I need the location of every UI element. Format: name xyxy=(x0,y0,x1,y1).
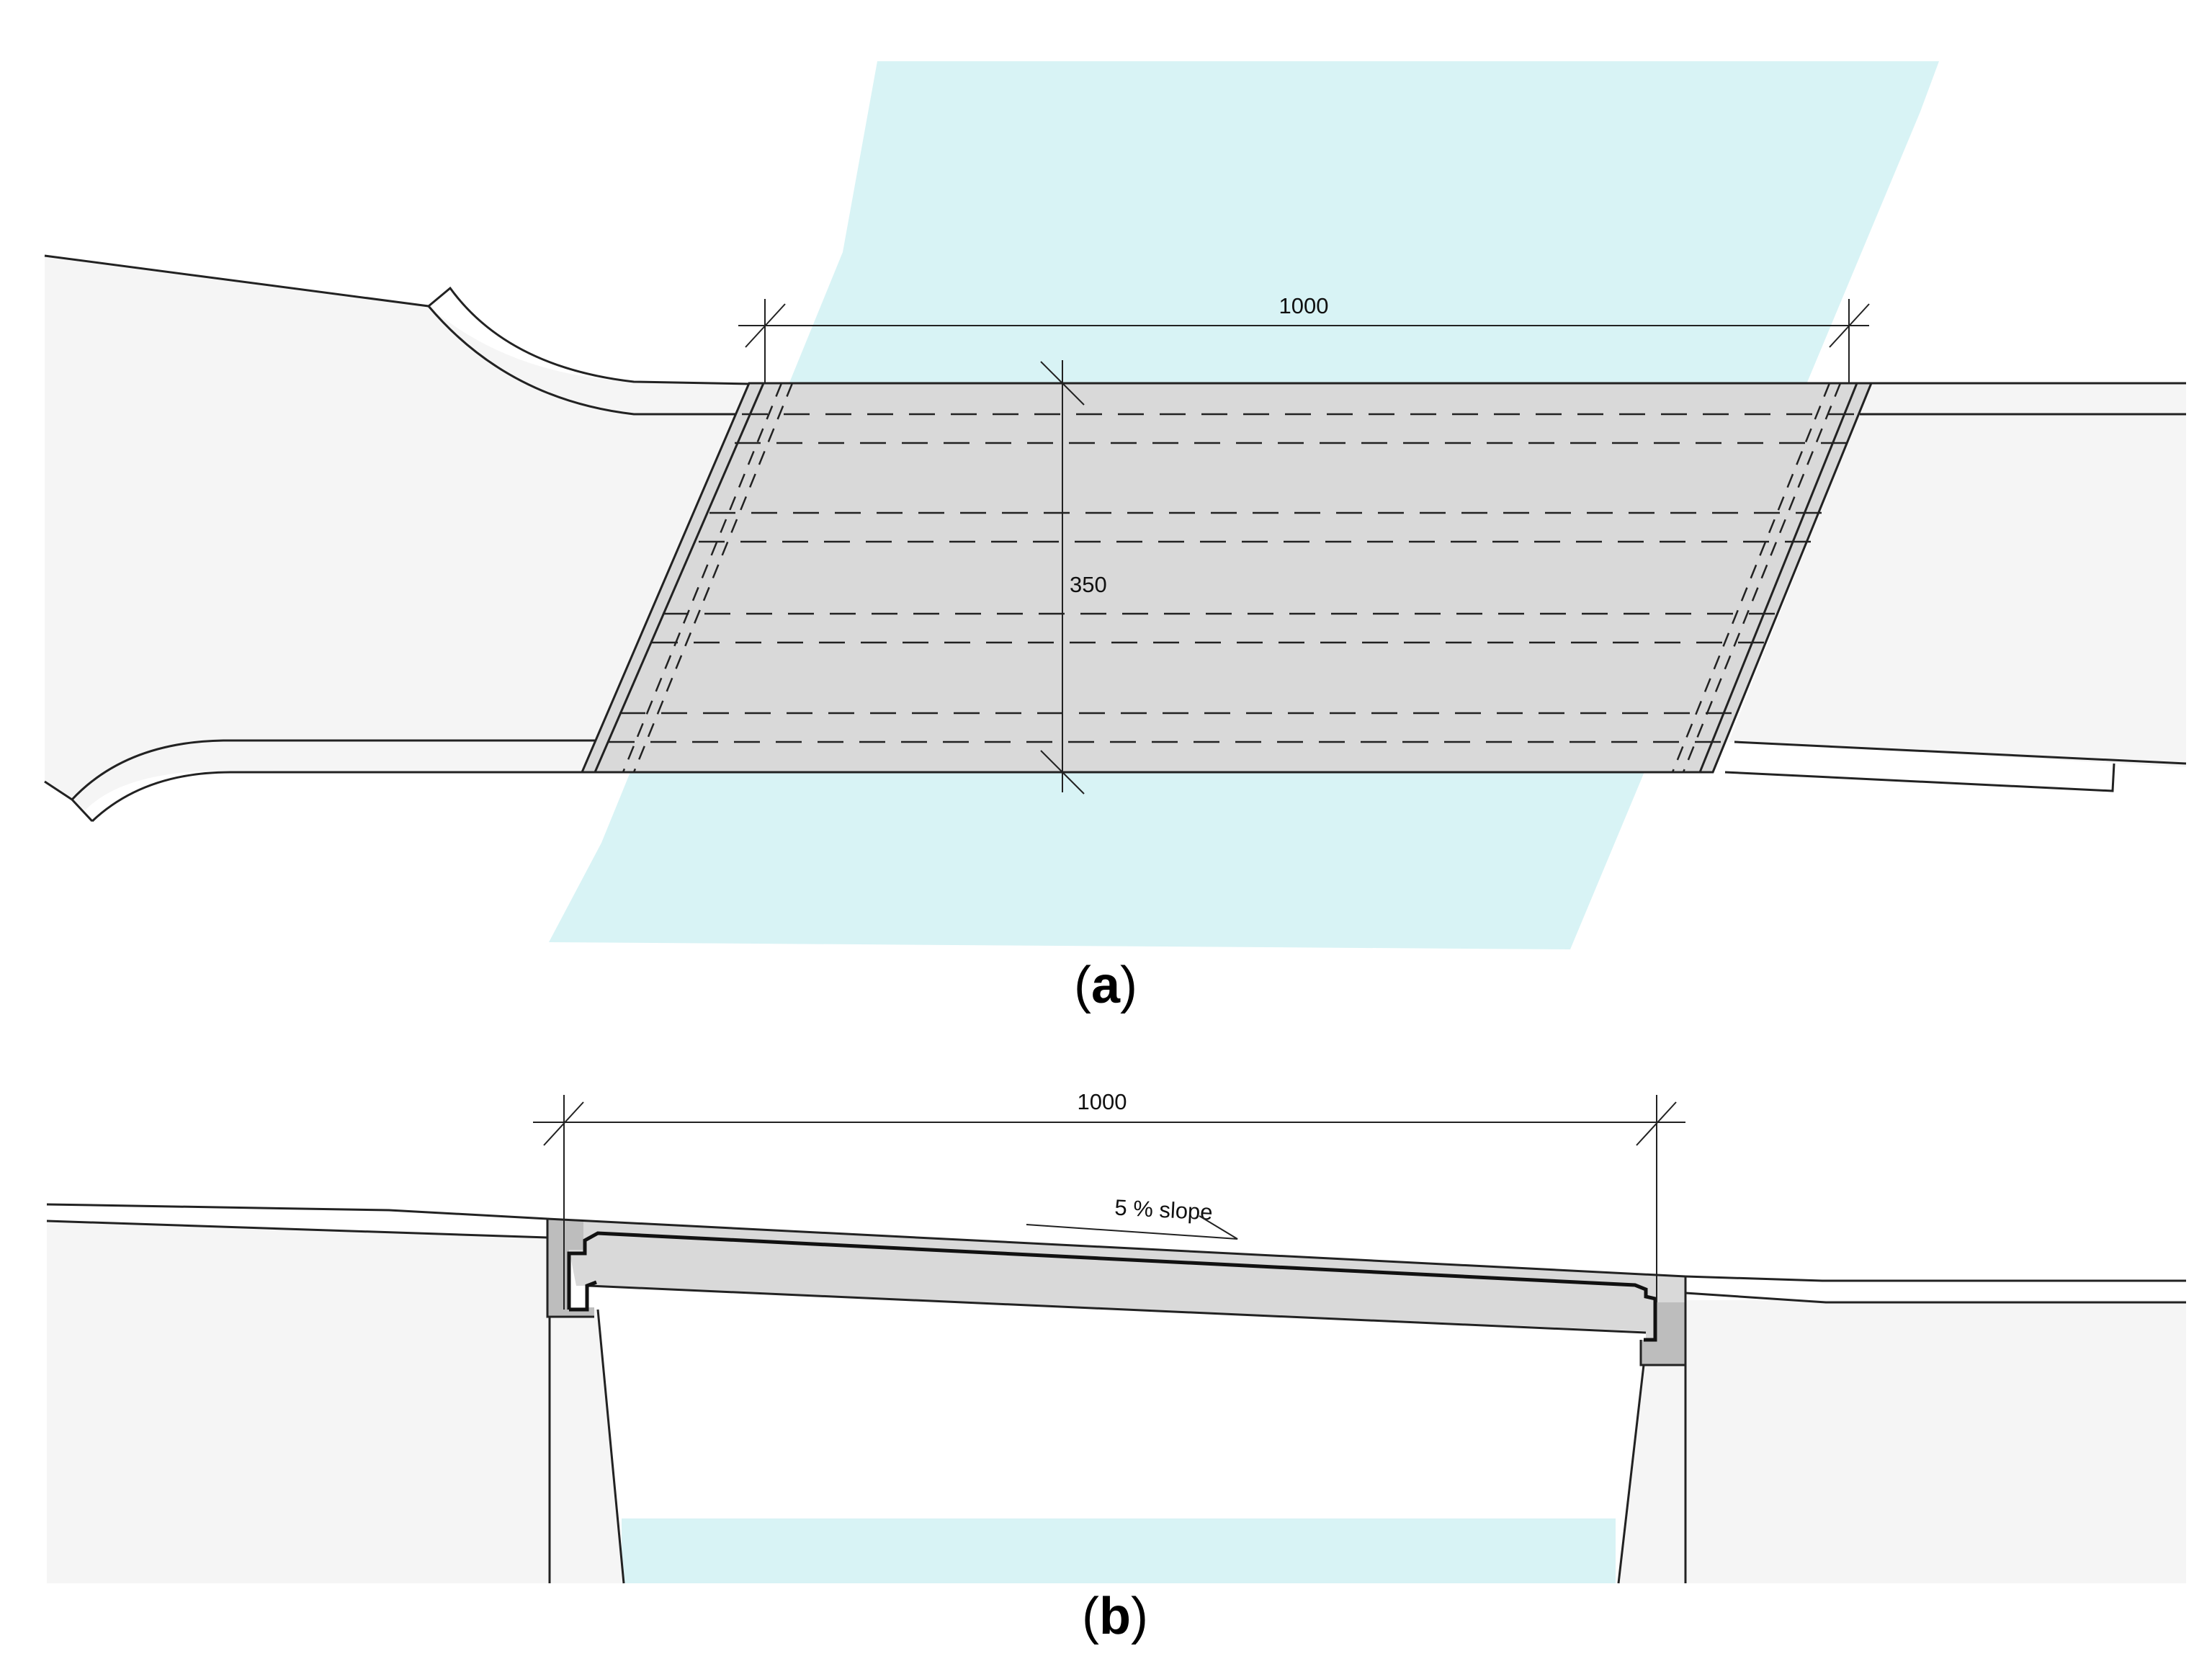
deck-inner-contour xyxy=(567,1231,1657,1342)
road-edge-left-bottom-inner xyxy=(91,771,583,823)
hidden-girder-lines xyxy=(609,413,1862,743)
span-dimension-label-a: 1000 xyxy=(1279,293,1329,318)
road-edge-right-bottom xyxy=(1734,740,2187,765)
abutment-hidden-line xyxy=(632,382,794,773)
road-edge-left-bottom-curb xyxy=(71,739,601,801)
road-edge-left-top-outer xyxy=(44,254,429,308)
dimension-tick-right xyxy=(1829,303,1870,348)
abutment-right-outline xyxy=(1639,1276,1687,1366)
road-surface-left xyxy=(46,1203,548,1220)
panel-label-b: (b) xyxy=(1082,1588,1148,1645)
bridge-deck-outline xyxy=(547,1217,1686,1278)
bridge-deck-plan xyxy=(582,383,1871,772)
deck-bearing-left xyxy=(569,1280,597,1312)
road-edge-left-top-inner xyxy=(427,305,742,416)
slope-label: 5 % slope xyxy=(1114,1195,1214,1225)
bridge-deck-border xyxy=(580,382,1873,774)
panel-label-a: (a) xyxy=(1074,957,1137,1014)
width-dimension-label-a: 350 xyxy=(1070,572,1107,597)
dimension-tick-top xyxy=(1040,361,1085,406)
dimension-tick-bottom xyxy=(1040,750,1085,795)
road-edge-left-top-curb xyxy=(428,286,753,385)
ground-right-section xyxy=(1685,1300,2186,1583)
ground-left-section xyxy=(47,1221,547,1583)
road-surface-right xyxy=(1685,1275,2186,1282)
ground-right-plan xyxy=(1729,383,2186,767)
channel-right-wall xyxy=(1617,1365,1685,1583)
panel-letter-a: a xyxy=(1091,957,1121,1014)
abutment-left-outline xyxy=(546,1219,594,1318)
span-dimension-label-b: 1000 xyxy=(1078,1089,1127,1114)
deck-right-edge-inner xyxy=(1698,382,1858,773)
ground-left-plan xyxy=(45,256,753,810)
road-edge-right-bottom-inner xyxy=(1724,763,2115,792)
channel-left-slope xyxy=(596,1309,625,1584)
width-dimension-a: 350 xyxy=(1040,360,1107,795)
dimension-tick-right xyxy=(1636,1101,1677,1146)
road-surface-right-lower xyxy=(1685,1292,2186,1304)
abutment-hidden-line xyxy=(1671,382,1831,773)
dimension-tick-left xyxy=(745,303,786,348)
span-dimension-b: 1000 xyxy=(533,1089,1685,1310)
road-surface-left-lower xyxy=(46,1220,548,1239)
span-dimension-a: 1000 xyxy=(738,293,1870,383)
channel-right-slope xyxy=(1617,1364,1645,1584)
abutment-hidden-line xyxy=(622,382,783,773)
abutment-right xyxy=(1641,1302,1685,1365)
panel-a-plan-view: 1000 350 (a) xyxy=(44,61,2187,1014)
panel-letter-b: b xyxy=(1099,1588,1131,1645)
deck-left-edge-inner xyxy=(594,382,765,773)
river-water-section xyxy=(622,1518,1616,1583)
slope-arrow xyxy=(1026,1215,1238,1240)
hidden-abutment-lines xyxy=(622,382,1842,773)
dimension-tick-left xyxy=(543,1101,584,1146)
bridge-deck-section xyxy=(547,1219,1685,1340)
slope-annotation: 5 % slope xyxy=(1026,1195,1238,1240)
bridge-deck-soffit xyxy=(588,1284,1647,1334)
abutment-left xyxy=(547,1219,594,1317)
abutment-hidden-line xyxy=(1682,382,1842,773)
panel-b-elevation-view: 1000 5 % slope (b) xyxy=(46,1089,2186,1645)
